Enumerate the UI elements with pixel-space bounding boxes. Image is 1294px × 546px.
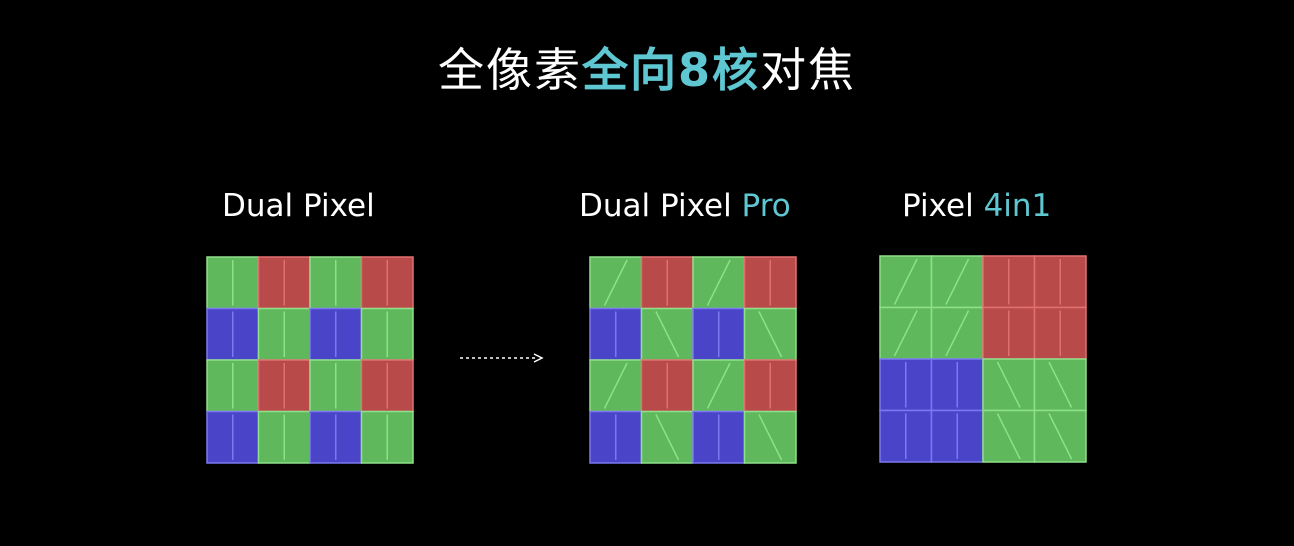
pixel-red	[360, 359, 414, 413]
pixel-green	[257, 410, 311, 464]
pixel-green	[982, 409, 1036, 463]
pixel-red	[743, 359, 797, 413]
title-suffix: 对焦	[760, 43, 856, 97]
pixel-blue	[879, 409, 933, 463]
pixel-blue	[309, 410, 363, 464]
pixel-blue	[692, 410, 746, 464]
pixel-green	[743, 307, 797, 361]
label-dual-pixel-pro-accent: Pro	[741, 188, 791, 224]
title-prefix: 全像素	[437, 43, 582, 97]
dashed-arrow-icon	[460, 353, 544, 363]
pixel-green	[743, 410, 797, 464]
dual-pixel-pro-grid	[589, 256, 797, 464]
pixel-green	[640, 307, 694, 361]
pixel-green	[692, 359, 746, 413]
pixel-blue	[206, 307, 260, 361]
pixel-green	[206, 359, 260, 413]
pixel-green	[589, 359, 643, 413]
pixel-green	[692, 256, 746, 310]
label-dual-pixel: Dual Pixel	[222, 186, 375, 226]
pixel-red	[982, 306, 1036, 360]
pixel-green	[982, 358, 1036, 412]
pixel-red	[640, 256, 694, 310]
label-dual-pixel-pro: Dual Pixel Pro	[579, 186, 791, 226]
pixel-green	[309, 256, 363, 310]
pixel-blue	[930, 358, 984, 412]
pixel-blue	[879, 358, 933, 412]
pixel-red	[640, 359, 694, 413]
pixel-blue	[930, 409, 984, 463]
pixel-blue	[692, 307, 746, 361]
pixel-green	[206, 256, 260, 310]
pixel-blue	[309, 307, 363, 361]
label-pixel-4in1: Pixel 4in1	[902, 186, 1051, 226]
pixel-red	[360, 256, 414, 310]
pixel-red	[1033, 255, 1087, 309]
dual-pixel-grid	[206, 256, 414, 464]
pixel-green	[930, 306, 984, 360]
title-highlight: 全向8核	[581, 43, 760, 97]
pixel-red	[743, 256, 797, 310]
pixel-4in1-grid	[879, 255, 1087, 463]
pixel-green	[360, 410, 414, 464]
pixel-red	[982, 255, 1036, 309]
pixel-green	[309, 359, 363, 413]
pixel-blue	[589, 307, 643, 361]
pixel-red	[1033, 306, 1087, 360]
pixel-green	[1033, 358, 1087, 412]
page-title: 全像素全向8核对焦	[0, 40, 1294, 100]
pixel-red	[257, 256, 311, 310]
pixel-green	[360, 307, 414, 361]
label-dual-pixel-main: Dual Pixel	[222, 188, 375, 224]
label-pixel-4in1-accent: 4in1	[983, 188, 1052, 224]
label-dual-pixel-pro-main: Dual Pixel	[579, 188, 742, 224]
pixel-green	[640, 410, 694, 464]
pixel-red	[257, 359, 311, 413]
pixel-green	[879, 255, 933, 309]
pixel-green	[589, 256, 643, 310]
pixel-blue	[206, 410, 260, 464]
pixel-green	[257, 307, 311, 361]
pixel-green	[1033, 409, 1087, 463]
pixel-green	[930, 255, 984, 309]
label-pixel-4in1-main: Pixel	[902, 188, 984, 224]
pixel-green	[879, 306, 933, 360]
pixel-blue	[589, 410, 643, 464]
